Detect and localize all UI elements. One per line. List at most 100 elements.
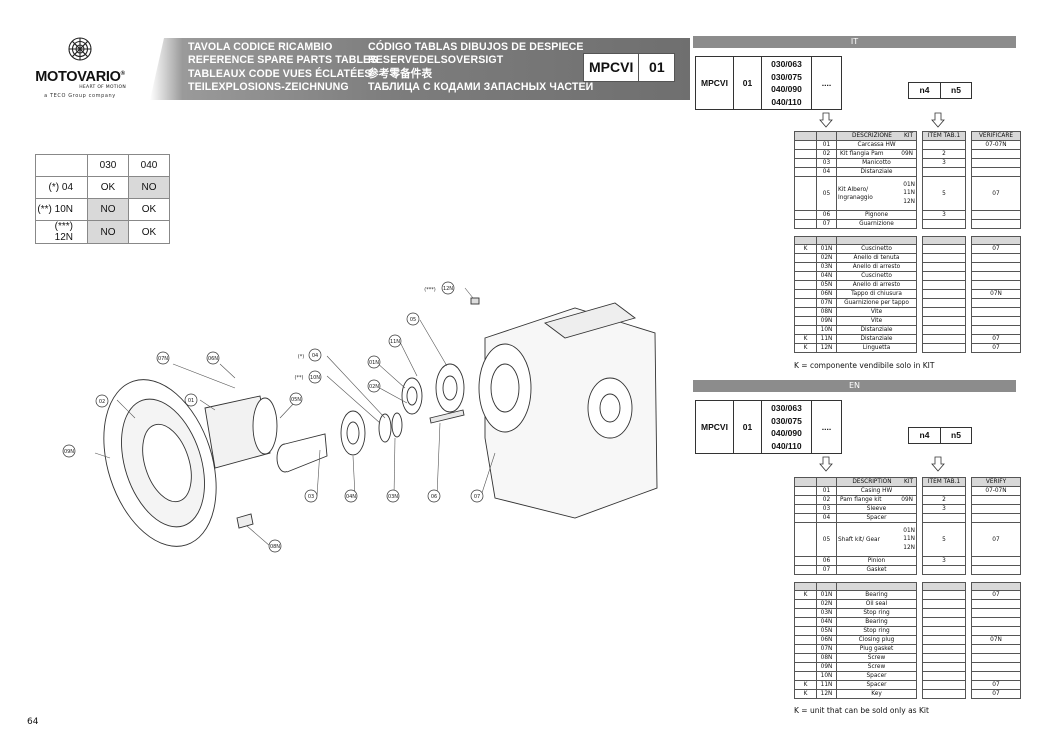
code-number: 01 <box>733 401 761 453</box>
callout: 03N <box>386 489 400 503</box>
svg-text:01: 01 <box>188 398 194 404</box>
code-ellipsis: .... <box>811 401 841 453</box>
titles-column-1: TAVOLA CODICE RICAMBIO REFERENCE SPARE P… <box>188 41 377 94</box>
exploded-view-drawing: 07N 06N 02 01 05N 09N (*) 04 (**) 10N 01… <box>62 281 658 553</box>
brand-tagline: HEART OF MOTION <box>79 84 126 90</box>
brand-group: a TECO Group company <box>44 92 116 99</box>
svg-text:12N: 12N <box>443 286 453 292</box>
title-line: ТАБЛИЦА С КОДАМИ ЗАПАСНЫХ ЧАСТЕЙ <box>368 80 594 93</box>
arrow-down-icon <box>819 112 833 128</box>
section-bar-it: IT <box>693 36 1016 48</box>
compatibility-table: 030 040 (*) 04 OK NO (**) 10N NO OK (***… <box>35 154 170 244</box>
cell: OK <box>128 220 170 244</box>
n4-label: n4 <box>919 85 930 95</box>
table-row: (*) 04 OK NO <box>35 176 170 199</box>
callout: 09N <box>62 444 76 458</box>
callout: 07N <box>156 351 170 365</box>
svg-text:05N: 05N <box>291 397 301 403</box>
callout: 04N <box>344 489 358 503</box>
section-bar-en: EN <box>693 380 1016 392</box>
n-box-en: n4 n5 <box>908 427 972 444</box>
callout: 10N <box>308 370 322 384</box>
callout: 04 <box>308 348 322 362</box>
svg-text:05: 05 <box>410 317 416 323</box>
model-label: MPCVI <box>589 59 634 75</box>
svg-text:11N: 11N <box>390 339 400 345</box>
column-header: 040 <box>128 154 170 177</box>
title-line: TAVOLA CODICE RICAMBIO <box>188 41 333 53</box>
model-number: 01 <box>638 54 674 81</box>
callout: 01N <box>367 355 381 369</box>
title-line: CÓDIGO TABLAS DIBUJOS DE DESPIECE <box>368 41 584 53</box>
cell: NO <box>87 220 129 244</box>
svg-text:01N: 01N <box>369 360 379 366</box>
gear-rosette-icon <box>68 37 92 61</box>
n-box-it: n4 n5 <box>908 82 972 99</box>
column-header: 030 <box>87 154 129 177</box>
titles-column-2: CÓDIGO TABLAS DIBUJOS DE DESPIECE RESERV… <box>368 41 593 94</box>
callout-note: (***) <box>424 287 435 293</box>
arrow-down-icon <box>931 112 945 128</box>
kit-note-it: K = componente vendibile solo in KIT <box>794 361 935 370</box>
svg-text:06: 06 <box>431 494 437 500</box>
svg-text:03N: 03N <box>388 494 398 500</box>
cell: NO <box>128 176 170 199</box>
page-number: 64 <box>27 717 39 727</box>
n5-label: n5 <box>940 83 971 98</box>
callout: 07 <box>470 489 484 503</box>
svg-text:04N: 04N <box>346 494 356 500</box>
stop-ring-03n <box>378 413 392 443</box>
callout-note: (**) <box>295 375 304 381</box>
svg-text:07N: 07N <box>158 356 168 362</box>
cell: OK <box>128 198 170 221</box>
svg-text:08N: 08N <box>270 544 280 550</box>
title-line: TABLEAUX CODE VUES ÉCLATÉES <box>188 67 372 80</box>
callout: 02N <box>367 379 381 393</box>
svg-text:10N: 10N <box>310 375 320 381</box>
title-line: TEILEXPLOSIONS-ZEICHNUNG <box>188 80 349 93</box>
cell: NO <box>87 198 129 221</box>
code-number: 01 <box>733 57 761 109</box>
brand-name: MOTOVARIO® <box>35 68 125 85</box>
title-line: REFERENCE SPARE PARTS TABLES <box>188 54 378 67</box>
svg-text:02: 02 <box>99 399 105 405</box>
title-line: RESERVEDELSOVERSIGT <box>368 54 504 67</box>
n4-label: n4 <box>919 430 930 440</box>
svg-text:07: 07 <box>474 494 480 500</box>
callout: 06 <box>427 489 441 503</box>
row-label: (***) 12N <box>35 220 88 244</box>
svg-text:06N: 06N <box>208 356 218 362</box>
table-row: (***) 12N NO OK <box>35 220 170 244</box>
